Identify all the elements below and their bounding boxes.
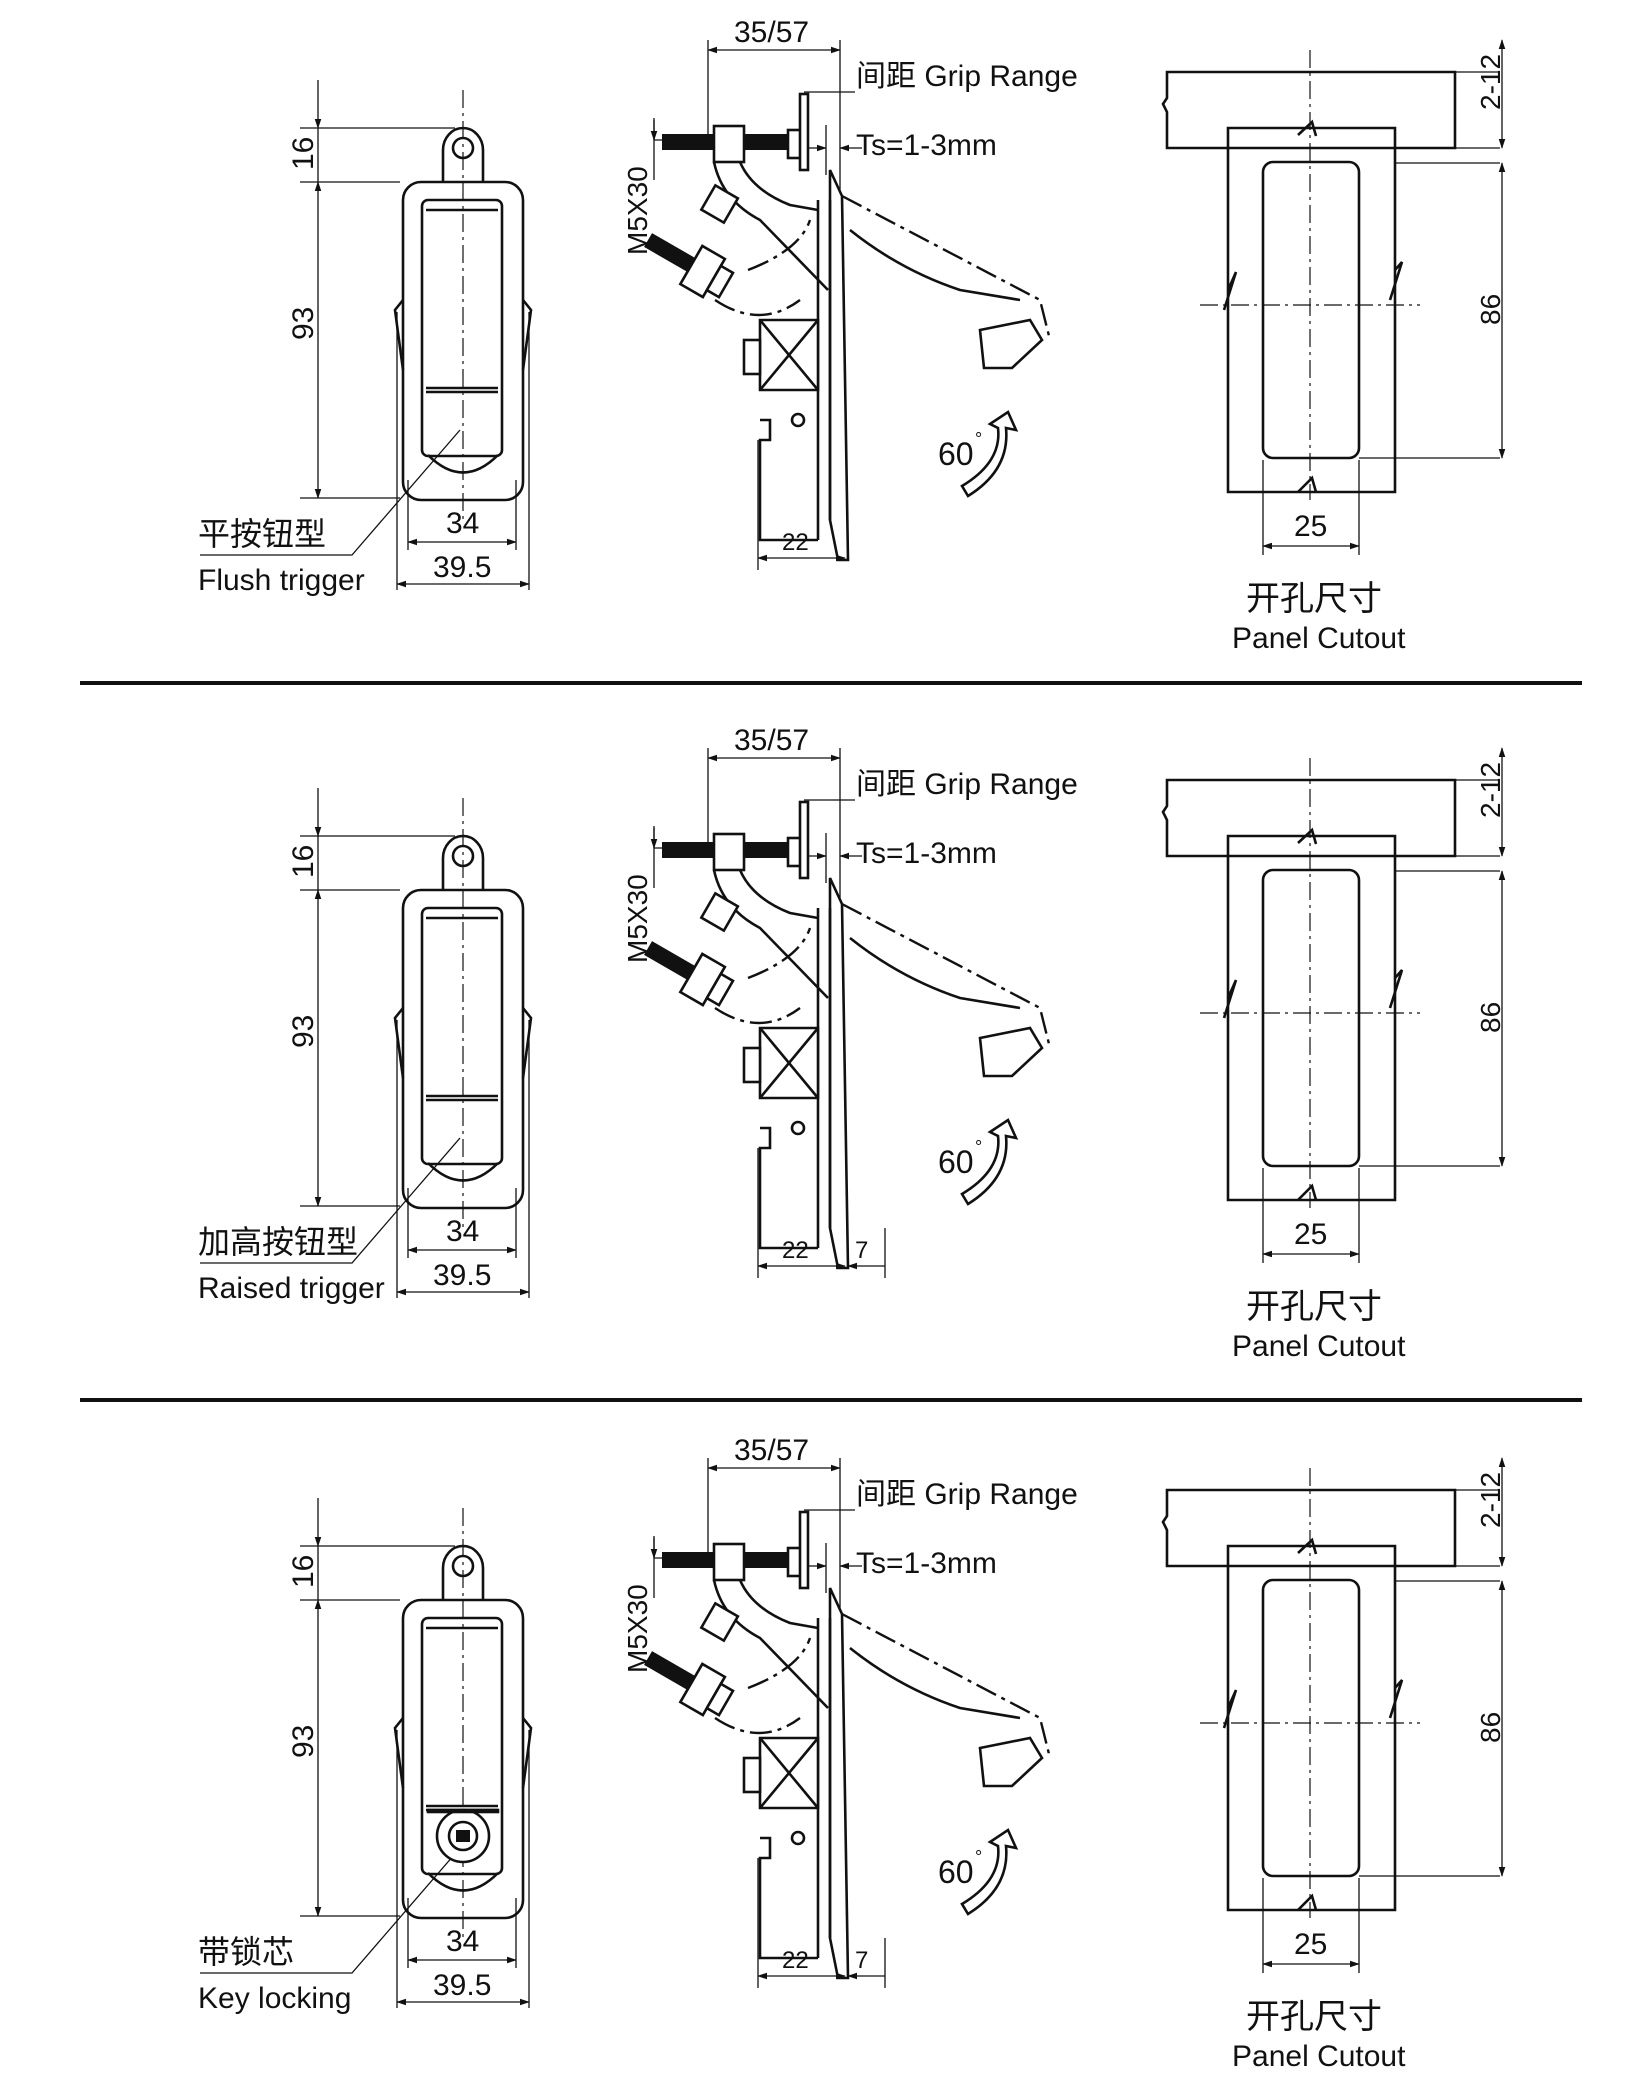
panel-1: 16 93 34 39.5 平按钮型 — [198, 16, 1506, 655]
key-cylinder — [426, 1808, 500, 1864]
front-view: 16 93 34 39.5 加高按钮型 — [198, 788, 533, 1305]
front-label-cn: 带锁芯 — [198, 1934, 294, 1970]
cutout-top-dim: 2-12 — [1475, 54, 1506, 110]
rotation-arrow-icon — [960, 410, 1019, 498]
side-depth-dim: 22 — [782, 529, 809, 556]
front-view: 16 93 34 39.5 平按钮型 — [198, 80, 533, 597]
side-depth-dim: 22 — [782, 1947, 809, 1974]
front-label-en: Flush trigger — [198, 564, 365, 597]
front-height-dim: 93 — [287, 1725, 320, 1758]
degree-symbol: ° — [975, 429, 982, 449]
front-width-outer: 39.5 — [433, 1259, 491, 1292]
side-ts-label: Ts=1-3mm — [856, 129, 997, 162]
degree-symbol: ° — [975, 1137, 982, 1157]
cutout-view: 2-12 86 25 开孔尺寸 Panel Cutout — [1161, 747, 1506, 1363]
side-screw-label: M5X30 — [622, 166, 653, 255]
cutout-label-cn: 开孔尺寸 — [1246, 580, 1382, 618]
side-grip-label: 间距 Grip Range — [856, 768, 1078, 801]
rotation-arrow-icon — [960, 1118, 1019, 1206]
front-width-inner: 34 — [446, 507, 479, 540]
side-view: 35/57 间距 Grip Range Ts=1-3mm M5X30 — [622, 1434, 1078, 1988]
cutout-label-en: Panel Cutout — [1232, 2040, 1406, 2073]
front-top-dim: 16 — [287, 1555, 320, 1588]
front-label-cn: 加高按钮型 — [198, 1224, 358, 1260]
cutout-label-cn: 开孔尺寸 — [1246, 1288, 1382, 1326]
cutout-view: 2-12 86 25 开孔尺寸 Panel Cutout — [1161, 39, 1506, 655]
side-range-dim: 35/57 — [734, 724, 809, 757]
side-range-dim: 35/57 — [734, 1434, 809, 1467]
cutout-width-dim: 25 — [1294, 1928, 1327, 1961]
cutout-width-dim: 25 — [1294, 510, 1327, 543]
panel-3: 16 93 34 39.5 带锁芯 — [198, 1434, 1506, 2073]
side-depth-dim-2: 7 — [855, 1237, 868, 1264]
degree-symbol: ° — [975, 1847, 982, 1867]
cutout-width-dim: 25 — [1294, 1218, 1327, 1251]
side-ts-label: Ts=1-3mm — [856, 1547, 997, 1580]
side-view: 35/57 间距 Grip Range Ts=1-3mm M5X30 — [622, 16, 1078, 570]
depth-dim-2: 7 — [847, 1228, 886, 1278]
side-view: 35/57 间距 Grip Range Ts=1-3mm M5X30 — [622, 724, 1078, 1278]
front-height-dim: 93 — [287, 307, 320, 340]
front-height-dim: 93 — [287, 1015, 320, 1048]
side-grip-label: 间距 Grip Range — [856, 1478, 1078, 1511]
cutout-height-dim: 86 — [1475, 1712, 1506, 1743]
front-label-cn: 平按钮型 — [198, 516, 326, 552]
side-depth-dim-2: 7 — [855, 1947, 868, 1974]
side-screw-label: M5X30 — [622, 1584, 653, 1673]
cutout-label-en: Panel Cutout — [1232, 1330, 1406, 1363]
side-ts-label: Ts=1-3mm — [856, 837, 997, 870]
side-angle: 60 — [938, 1854, 974, 1890]
front-top-dim: 16 — [287, 845, 320, 878]
side-angle: 60 — [938, 436, 974, 472]
cutout-top-dim: 2-12 — [1475, 762, 1506, 818]
front-width-outer: 39.5 — [433, 551, 491, 584]
side-grip-label: 间距 Grip Range — [856, 60, 1078, 93]
side-depth-dim: 22 — [782, 1237, 809, 1264]
panel-2: 16 93 34 39.5 加高按钮型 — [198, 724, 1506, 1363]
front-top-dim: 16 — [287, 137, 320, 170]
front-width-outer: 39.5 — [433, 1969, 491, 2002]
rotation-arrow-icon — [960, 1828, 1019, 1916]
cutout-label-en: Panel Cutout — [1232, 622, 1406, 655]
side-screw-label: M5X30 — [622, 874, 653, 963]
side-angle: 60 — [938, 1144, 974, 1180]
front-view: 16 93 34 39.5 带锁芯 — [198, 1498, 533, 2015]
front-width-inner: 34 — [446, 1215, 479, 1248]
front-width-inner: 34 — [446, 1925, 479, 1958]
cutout-top-dim: 2-12 — [1475, 1472, 1506, 1528]
depth-dim-2: 7 — [847, 1938, 886, 1988]
front-label-en: Raised trigger — [198, 1272, 385, 1305]
cutout-view: 2-12 86 25 开孔尺寸 Panel Cutout — [1161, 1457, 1506, 2073]
cutout-label-cn: 开孔尺寸 — [1246, 1998, 1382, 2036]
cutout-height-dim: 86 — [1475, 1002, 1506, 1033]
side-range-dim: 35/57 — [734, 16, 809, 49]
front-label-en: Key locking — [198, 1982, 351, 2015]
cutout-height-dim: 86 — [1475, 294, 1506, 325]
